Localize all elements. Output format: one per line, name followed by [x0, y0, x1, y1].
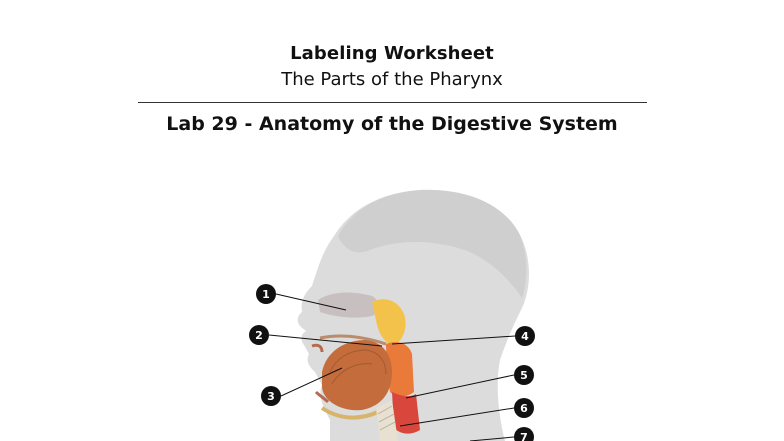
callout-2: 2 [249, 325, 269, 345]
larynx [376, 400, 398, 441]
callout-1: 1 [256, 284, 276, 304]
header-divider [138, 102, 647, 103]
callout-7: 7 [514, 427, 534, 441]
callout-7-number: 7 [520, 431, 528, 441]
tongue [322, 340, 392, 411]
nasopharynx-region [372, 299, 406, 346]
nasal-cavity [318, 292, 379, 318]
worksheet-title: Labeling Worksheet [290, 43, 494, 64]
lab-title: Lab 29 - Anatomy of the Digestive System [166, 113, 618, 135]
callout-5-number: 5 [520, 369, 528, 382]
worksheet-subtitle: The Parts of the Pharynx [281, 69, 503, 90]
oropharynx-region [386, 342, 414, 397]
hair [338, 189, 527, 298]
callout-2-number: 2 [255, 329, 263, 342]
callout-3: 3 [261, 386, 281, 406]
callout-1-number: 1 [262, 288, 270, 301]
callout-3-number: 3 [267, 390, 275, 403]
callout-4-number: 4 [521, 330, 529, 343]
callout-6-number: 6 [520, 402, 528, 415]
laryngopharynx-region [392, 392, 420, 434]
callout-4: 4 [515, 326, 535, 346]
callout-5: 5 [514, 365, 534, 385]
callout-6: 6 [514, 398, 534, 418]
